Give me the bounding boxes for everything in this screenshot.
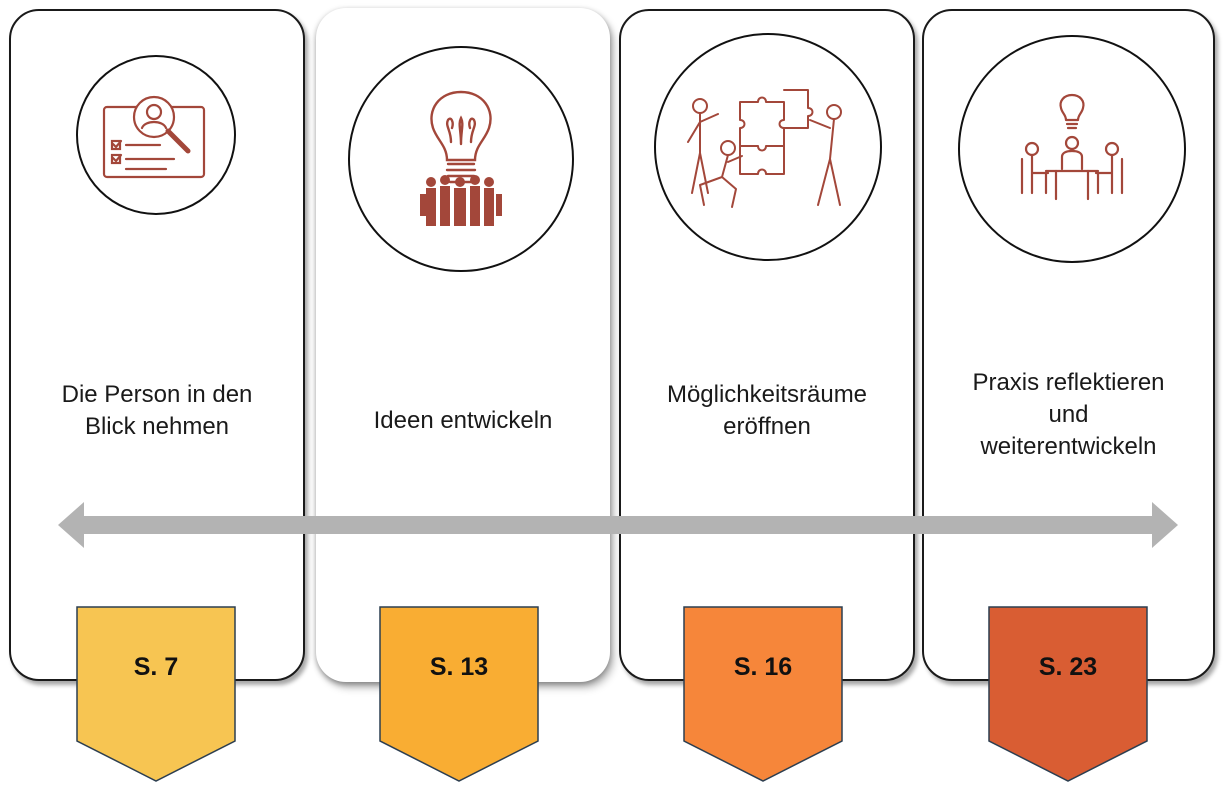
stage-label: Möglichkeitsräume eröffnen [666, 381, 868, 440]
page-number: S. 7 [133, 653, 179, 681]
pentagon-arrow-shape [683, 606, 843, 782]
pentagon-arrow-shape [379, 606, 539, 782]
icon-circle [958, 35, 1186, 263]
stage-card-practice: Praxis reflektieren und weiterentwickeln [922, 9, 1215, 681]
page-tag: S. 23 [987, 605, 1149, 783]
lightbulb-team-icon [420, 90, 502, 226]
stage-label: Praxis reflektieren und weiterentwickeln [972, 369, 1165, 460]
page-number: S. 23 [1038, 653, 1098, 681]
stage-card-person: Die Person in den Blick nehmen [9, 9, 305, 681]
stage-label: Die Person in den Blick nehmen [61, 381, 253, 440]
person-search-profile-icon [102, 95, 206, 179]
icon-circle [76, 55, 236, 215]
page-number: S. 16 [733, 653, 793, 681]
icon-circle [348, 46, 574, 272]
pentagon-arrow-shape [76, 606, 236, 782]
page-tag: S. 13 [378, 605, 540, 783]
page-tag: S. 16 [682, 605, 844, 783]
pentagon-arrow-shape [988, 606, 1148, 782]
puzzle-team-icon [687, 89, 842, 208]
stage-card-possibilities: Möglichkeitsräume eröffnen [619, 9, 915, 681]
stage-label: Ideen entwickeln [373, 407, 553, 434]
page-tag: S. 7 [75, 605, 237, 783]
meeting-table-lightbulb-icon [1020, 93, 1124, 201]
stage-card-ideas: Ideen entwickeln [316, 8, 610, 682]
double-arrow [58, 502, 1178, 548]
page-number: S. 13 [429, 653, 489, 681]
icon-circle [654, 33, 882, 261]
